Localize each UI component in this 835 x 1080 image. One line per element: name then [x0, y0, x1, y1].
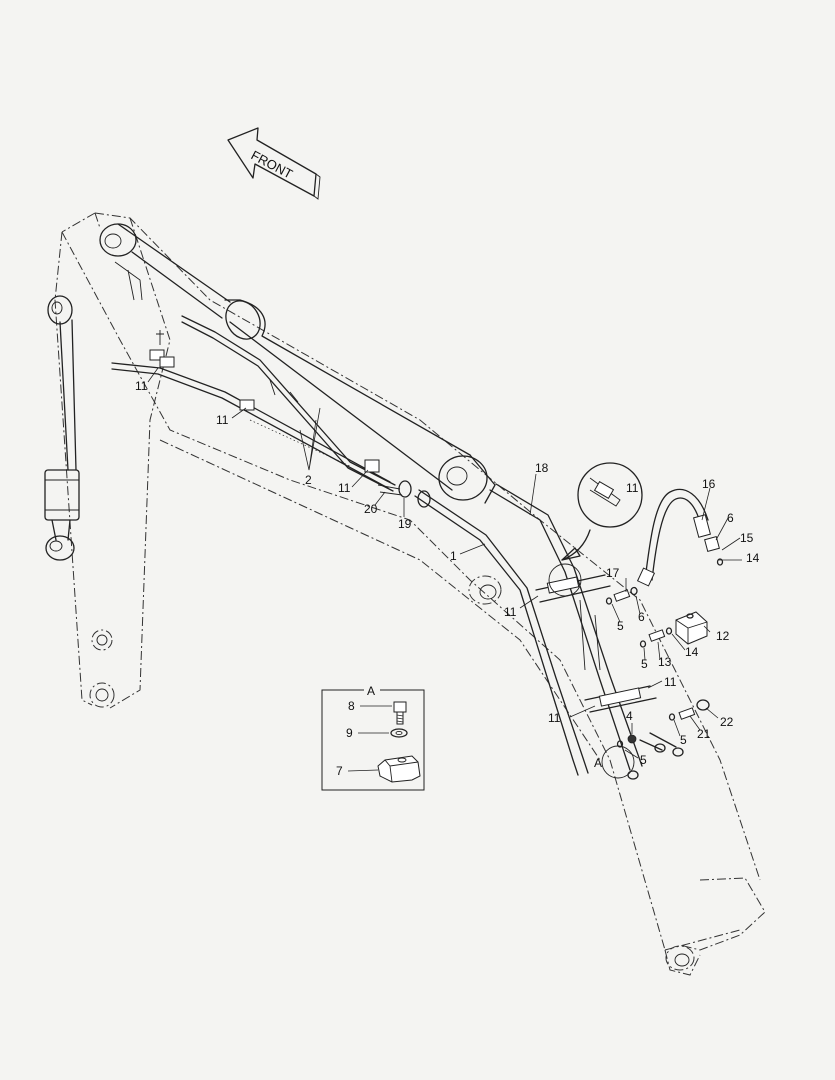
- callout-18: 18: [535, 461, 549, 475]
- hydraulic-lines: [111, 315, 684, 780]
- detail-a-marker: [601, 745, 635, 779]
- callout-11: 11: [548, 711, 561, 725]
- callout-16: 16: [702, 477, 716, 491]
- callout-11: 11: [626, 481, 639, 495]
- detail-a-inset: A: [321, 684, 425, 791]
- callout-14: 14: [685, 645, 699, 659]
- callout-15: 15: [740, 531, 754, 545]
- arm-outline: [54, 212, 766, 976]
- callout-4: 4: [626, 709, 633, 723]
- callout-11: 11: [504, 605, 517, 619]
- hose-16-assembly: [605, 488, 724, 748]
- callout-17: 17: [606, 566, 620, 580]
- callout-5: 5: [641, 657, 648, 671]
- callout-21: 21: [697, 727, 711, 741]
- detail-bubble: [548, 462, 643, 597]
- callout-20: 20: [364, 502, 378, 516]
- callout-9: 9: [346, 726, 353, 740]
- callout-5: 5: [640, 753, 647, 767]
- callout-11: 11: [135, 379, 148, 393]
- callout-1: 1: [450, 549, 457, 563]
- callout-11: 11: [338, 481, 351, 495]
- callout-12: 12: [716, 629, 730, 643]
- callout-11: 11: [664, 675, 677, 689]
- callouts: 11 11 2 11 20 19 1 18 11 16 6 15 14 17 1…: [135, 379, 760, 778]
- callout-8: 8: [348, 699, 355, 713]
- callout-13: 13: [658, 655, 672, 669]
- leader-lines: [147, 367, 742, 759]
- callout-5: 5: [617, 619, 624, 633]
- callout-14: 14: [746, 551, 760, 565]
- callout-19: 19: [398, 517, 412, 531]
- callout-6: 6: [638, 610, 645, 624]
- front-arrow: FRONT: [227, 127, 321, 200]
- callout-6: 6: [727, 511, 734, 525]
- callout-22: 22: [720, 715, 734, 729]
- arm-cylinder: [99, 223, 496, 504]
- boom-cylinder: [44, 295, 80, 561]
- callout-2: 2: [305, 473, 312, 487]
- detail-a-title: A: [367, 684, 375, 698]
- callout-11: 11: [216, 413, 229, 427]
- detail-a-ref: A: [594, 756, 602, 770]
- callout-5: 5: [680, 733, 687, 747]
- callout-7: 7: [336, 764, 343, 778]
